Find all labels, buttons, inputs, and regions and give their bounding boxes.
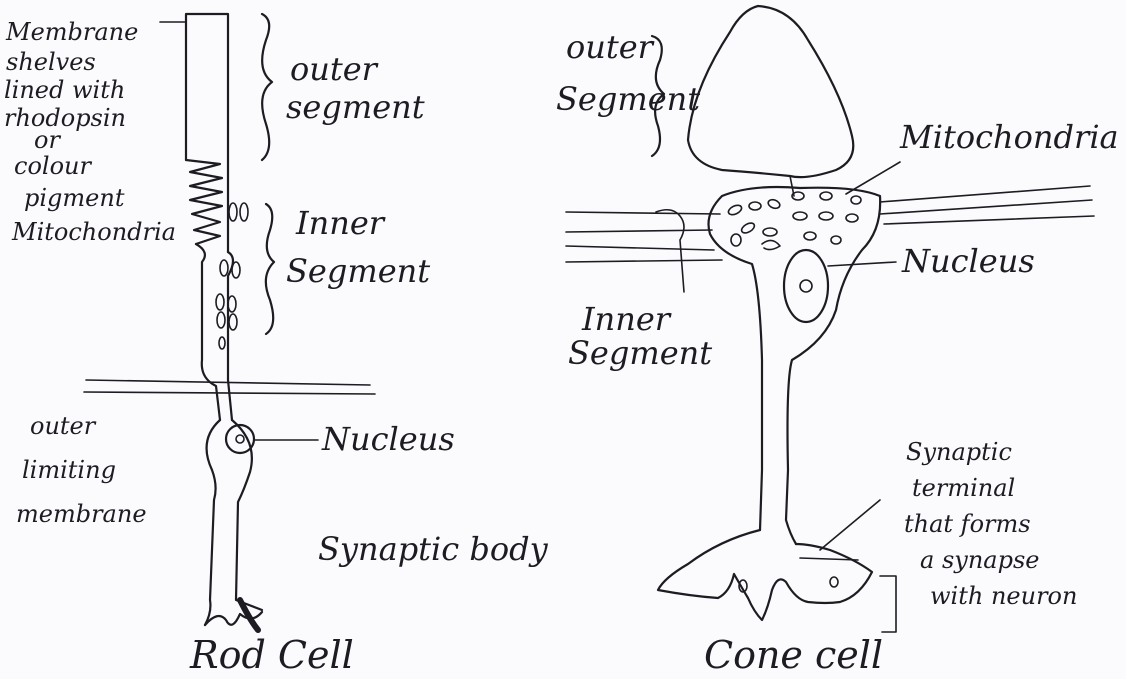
rod-inner-brace <box>266 204 274 334</box>
cone-outer-segment-label: outer Segment <box>556 28 700 118</box>
cone-nucleus <box>784 250 828 322</box>
rod-cell: Membrane shelves lined with rhodopsin or… <box>4 14 549 677</box>
cone-synaptic-bracket <box>880 576 896 632</box>
cone-inner-segment-label: Inner Segment <box>568 300 712 372</box>
rod-outer-segment-label: outer segment <box>286 50 425 126</box>
cone-inner-lines-left <box>566 212 722 262</box>
rod-membrane-label: Membrane shelves lined with rhodopsin or… <box>4 18 146 212</box>
rod-nucleus-label: Nucleus <box>321 420 455 458</box>
rod-limiting-membrane-label: outer limiting membrane <box>16 412 147 528</box>
rod-mitochondria-label: Mitochondria <box>11 218 176 246</box>
cone-nucleus-label: Nucleus <box>901 242 1035 280</box>
cone-inner-lines-right <box>880 186 1094 224</box>
rod-outer-brace <box>262 14 272 160</box>
rod-mitochondria <box>216 203 248 349</box>
cone-mitochondria <box>727 192 861 250</box>
cone-cell: outer Segment Mitochondria Nucleus Inner… <box>556 6 1119 677</box>
cone-inner-segment <box>709 187 881 544</box>
rod-membrane-shelves <box>186 160 222 244</box>
cone-mitochondria-pointer <box>846 162 900 194</box>
cone-nucleus-pointer <box>828 262 896 266</box>
rod-inner-segment-label: Inner Segment <box>286 204 430 290</box>
cone-outer-segment <box>688 6 853 177</box>
cone-inner-brace <box>656 210 684 292</box>
cone-synaptic-pointer <box>800 500 880 560</box>
rod-synaptic-body-label: Synaptic body <box>318 530 549 568</box>
cone-cell-title: Cone cell <box>704 633 883 677</box>
rod-outer-segment <box>186 14 228 252</box>
cone-mitochondria-label: Mitochondria <box>899 118 1119 156</box>
rod-cell-title: Rod Cell <box>189 633 354 677</box>
cone-synaptic-label: Synaptic terminal that forms a synapse w… <box>904 438 1077 610</box>
cone-synaptic-terminal <box>658 530 872 620</box>
